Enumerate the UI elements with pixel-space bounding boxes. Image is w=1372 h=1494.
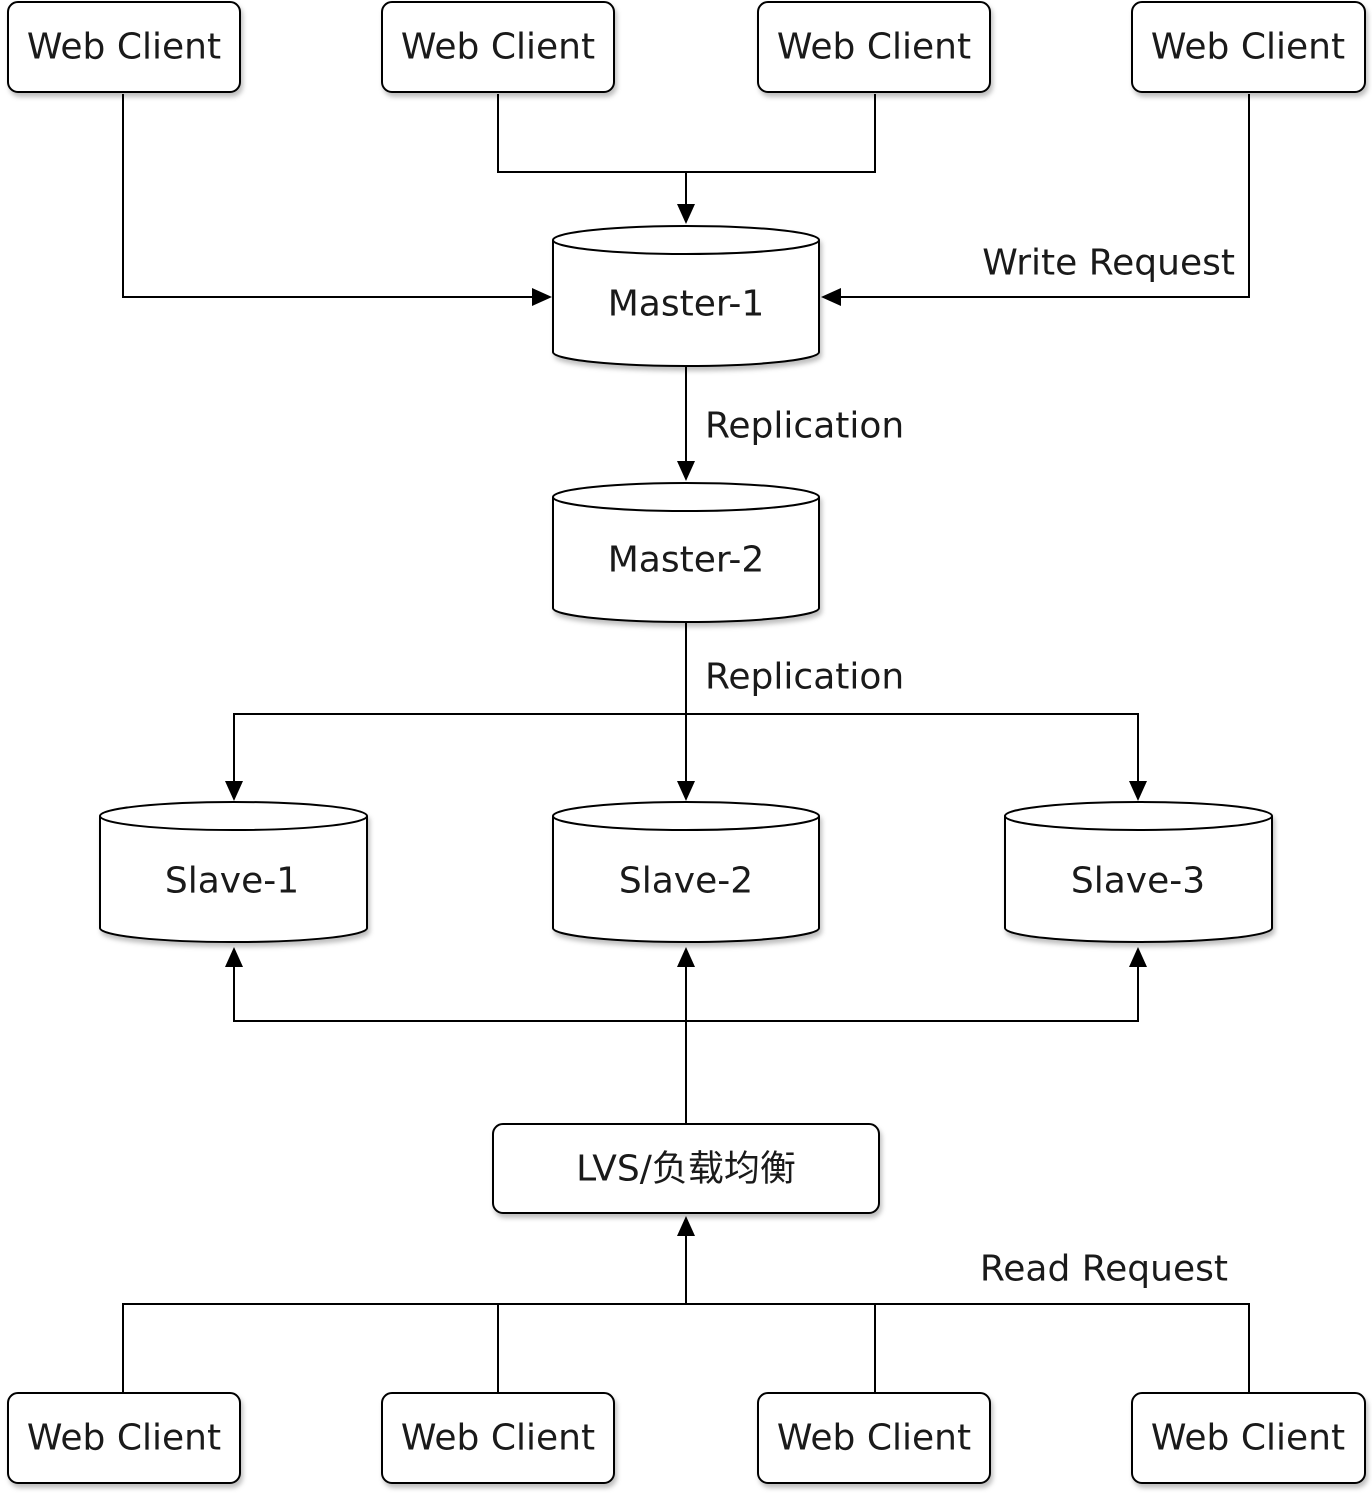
slave-1-database: Slave-1 bbox=[99, 800, 368, 944]
arrowhead-into-slave-3-bottom bbox=[1129, 947, 1147, 967]
write-edge-client-3 bbox=[686, 94, 876, 173]
replication-label-master: Replication bbox=[705, 406, 904, 447]
write-client-2: Web Client bbox=[381, 1, 615, 93]
read-client-1: Web Client bbox=[7, 1392, 241, 1484]
load-balancer-label: LVS/负载均衡 bbox=[576, 1149, 796, 1190]
read-client-4-label: Web Client bbox=[1151, 1418, 1345, 1459]
master-1-label: Master-1 bbox=[608, 284, 765, 325]
read-edge-bus bbox=[122, 1303, 1250, 1392]
balance-edge-to-slave-1 bbox=[233, 962, 686, 1022]
read-request-label: Read Request bbox=[980, 1249, 1228, 1290]
write-edge-client-1 bbox=[122, 94, 540, 298]
write-edge-client-4 bbox=[836, 94, 1250, 298]
write-client-3: Web Client bbox=[757, 1, 991, 93]
arrowhead-into-load-balancer bbox=[677, 1216, 695, 1236]
slave-2-label: Slave-2 bbox=[619, 861, 753, 902]
connectors bbox=[122, 94, 1250, 1392]
load-balancer: LVS/负载均衡 bbox=[492, 1123, 880, 1214]
master-2-label: Master-2 bbox=[608, 540, 765, 581]
arrowhead-into-slave-2-top bbox=[677, 781, 695, 801]
replication-edge-to-slave-1 bbox=[233, 713, 686, 785]
arrowhead-into-slave-2-bottom bbox=[677, 947, 695, 967]
slave-3-label: Slave-3 bbox=[1071, 861, 1205, 902]
write-request-label: Write Request bbox=[982, 243, 1235, 284]
read-client-2-label: Web Client bbox=[401, 1418, 595, 1459]
replication-edge-to-slave-3 bbox=[686, 713, 1139, 785]
arrowheads bbox=[225, 204, 1147, 1236]
write-client-4-label: Web Client bbox=[1151, 27, 1345, 68]
read-client-1-label: Web Client bbox=[27, 1418, 221, 1459]
arrowhead-into-slave-3-top bbox=[1129, 781, 1147, 801]
write-client-3-label: Web Client bbox=[777, 27, 971, 68]
arrowhead-into-slave-1-top bbox=[225, 781, 243, 801]
arrowhead-into-master-2 bbox=[677, 461, 695, 481]
master-2-database: Master-2 bbox=[552, 482, 820, 623]
master-1-database: Master-1 bbox=[552, 225, 820, 367]
write-client-1-label: Web Client bbox=[27, 27, 221, 68]
replication-label-slaves: Replication bbox=[705, 657, 904, 698]
write-client-2-label: Web Client bbox=[401, 27, 595, 68]
balance-edge-to-slave-3 bbox=[686, 962, 1139, 1022]
read-client-3-label: Web Client bbox=[777, 1418, 971, 1459]
slave-2-database: Slave-2 bbox=[552, 801, 820, 943]
arrowhead-into-slave-1-bottom bbox=[225, 947, 243, 967]
arrowhead-into-master-1-left bbox=[532, 288, 552, 306]
slave-1-label: Slave-1 bbox=[165, 861, 299, 902]
arrowhead-into-master-1-top bbox=[677, 204, 695, 224]
write-edge-client-2 bbox=[497, 94, 686, 173]
write-client-1: Web Client bbox=[7, 1, 241, 93]
read-client-4: Web Client bbox=[1131, 1392, 1366, 1484]
write-client-4: Web Client bbox=[1131, 1, 1366, 93]
slave-3-database: Slave-3 bbox=[1004, 800, 1273, 944]
read-client-3: Web Client bbox=[757, 1392, 991, 1484]
read-client-2: Web Client bbox=[381, 1392, 615, 1484]
arrowhead-into-master-1-right bbox=[821, 288, 841, 306]
